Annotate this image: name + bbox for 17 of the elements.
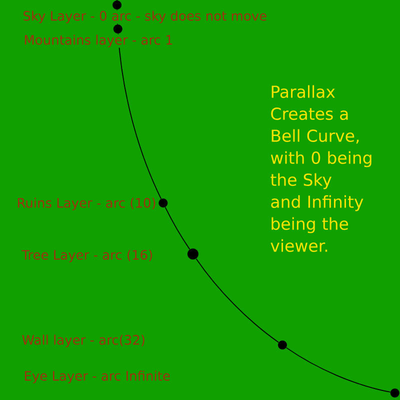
curve-line (286, 347, 391, 393)
layer-label: Tree Layer - arc (16) (21, 249, 154, 263)
curve-line (196, 258, 280, 343)
curve-line (118, 33, 162, 200)
layer-label: Sky Layer - 0 arc - sky does not move (22, 10, 268, 24)
layer-label: Wall layer - arc(32) (22, 334, 144, 348)
layer-label: Ruins Layer - arc (10) (16, 197, 157, 211)
curve-line (164, 206, 190, 250)
dot (112, 0, 122, 10)
note-text: Parallax Creates a Bell Curve, with 0 being the Sky and Infinity being the viewer. (270, 85, 372, 252)
layer-label: Eye Layer - arc Infinite (24, 370, 170, 384)
dot (113, 24, 122, 34)
layer-label: Mountains layer - arc 1 (23, 34, 174, 48)
dot (158, 198, 168, 208)
dot (187, 248, 198, 260)
dot (390, 388, 400, 398)
dot (278, 340, 287, 350)
